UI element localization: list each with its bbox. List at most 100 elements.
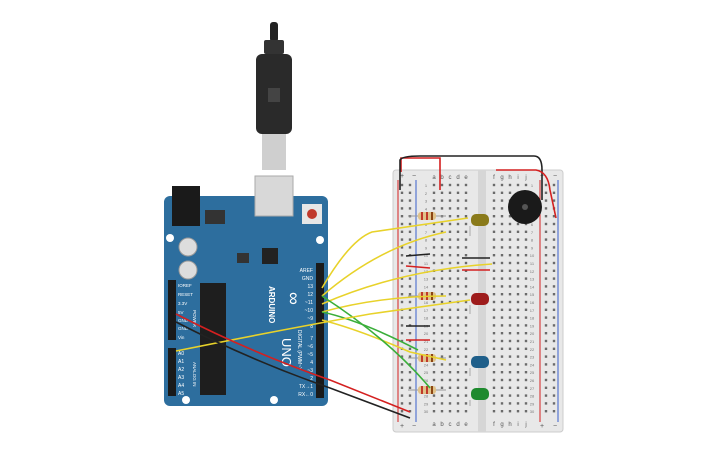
breadboard-hole[interactable] (464, 332, 468, 335)
breadboard-hole[interactable] (456, 363, 460, 366)
breadboard-hole[interactable] (516, 308, 520, 311)
breadboard-hole[interactable] (456, 238, 460, 241)
breadboard-hole[interactable] (508, 246, 512, 249)
breadboard-hole[interactable] (552, 386, 556, 389)
breadboard-hole[interactable] (456, 246, 460, 249)
breadboard-hole[interactable] (500, 285, 504, 288)
breadboard-hole[interactable] (408, 285, 412, 288)
breadboard-hole[interactable] (400, 355, 404, 358)
breadboard-hole[interactable] (448, 386, 452, 389)
breadboard-hole[interactable] (552, 324, 556, 327)
breadboard-hole[interactable] (456, 371, 460, 374)
breadboard-hole[interactable] (524, 386, 528, 389)
breadboard-hole[interactable] (408, 347, 412, 350)
breadboard-hole[interactable] (500, 269, 504, 272)
breadboard-hole[interactable] (524, 316, 528, 319)
reset-button[interactable] (307, 209, 317, 219)
breadboard-hole[interactable] (408, 246, 412, 249)
breadboard-hole[interactable] (408, 300, 412, 304)
breadboard-hole[interactable] (500, 254, 504, 257)
breadboard-hole[interactable] (448, 207, 452, 210)
breadboard-hole[interactable] (408, 191, 412, 194)
breadboard-hole[interactable] (508, 339, 512, 343)
breadboard-hole[interactable] (492, 215, 496, 218)
breadboard-hole[interactable] (552, 316, 556, 319)
breadboard-hole[interactable] (508, 363, 512, 366)
wire-yellow-pin10[interactable] (321, 295, 447, 313)
breadboard-hole[interactable] (544, 254, 548, 257)
breadboard-hole[interactable] (552, 199, 556, 202)
breadboard-hole[interactable] (408, 332, 412, 335)
breadboard-hole[interactable] (456, 332, 460, 335)
breadboard-hole[interactable] (432, 316, 436, 319)
breadboard-hole[interactable] (516, 355, 520, 358)
breadboard-hole[interactable] (544, 355, 548, 358)
breadboard-hole[interactable] (492, 363, 496, 366)
breadboard-hole[interactable] (440, 332, 444, 335)
breadboard-hole[interactable] (500, 183, 504, 187)
breadboard-hole[interactable] (400, 269, 404, 272)
breadboard-hole[interactable] (464, 363, 468, 366)
breadboard-hole[interactable] (500, 339, 504, 343)
breadboard-hole[interactable] (448, 261, 452, 265)
breadboard-hole[interactable] (516, 285, 520, 288)
breadboard-hole[interactable] (400, 316, 404, 319)
breadboard-hole[interactable] (440, 254, 444, 257)
breadboard-hole[interactable] (544, 378, 548, 382)
breadboard-hole[interactable] (516, 222, 520, 226)
breadboard-hole[interactable] (544, 246, 548, 249)
breadboard-hole[interactable] (464, 300, 468, 304)
breadboard-hole[interactable] (492, 199, 496, 202)
breadboard-hole[interactable] (448, 363, 452, 366)
breadboard-hole[interactable] (500, 277, 504, 280)
breadboard-hole[interactable] (400, 293, 404, 296)
breadboard-hole[interactable] (400, 332, 404, 335)
breadboard-hole[interactable] (448, 378, 452, 382)
breadboard-hole[interactable] (432, 277, 436, 280)
breadboard-hole[interactable] (500, 316, 504, 319)
breadboard-hole[interactable] (516, 261, 520, 265)
breadboard-hole[interactable] (508, 285, 512, 288)
breadboard-hole[interactable] (544, 394, 548, 397)
breadboard-hole[interactable] (464, 355, 468, 358)
breadboard-hole[interactable] (544, 207, 548, 210)
breadboard-hole[interactable] (432, 246, 436, 249)
breadboard-hole[interactable] (464, 230, 468, 233)
breadboard-hole[interactable] (448, 371, 452, 374)
breadboard-hole[interactable] (448, 277, 452, 280)
breadboard-hole[interactable] (400, 300, 404, 304)
wire-black-gnd[interactable] (175, 321, 411, 419)
led-yellow[interactable] (469, 214, 489, 236)
breadboard-hole[interactable] (408, 363, 412, 366)
breadboard-hole[interactable] (408, 378, 412, 382)
breadboard-hole[interactable] (408, 293, 412, 296)
breadboard-hole[interactable] (448, 215, 452, 218)
breadboard-hole[interactable] (500, 222, 504, 226)
breadboard-hole[interactable] (456, 347, 460, 350)
breadboard-hole[interactable] (508, 402, 512, 405)
breadboard-hole[interactable] (508, 300, 512, 304)
wire-green-pin10[interactable] (321, 311, 419, 351)
breadboard-hole[interactable] (552, 254, 556, 257)
breadboard-hole[interactable] (508, 261, 512, 265)
breadboard-hole[interactable] (516, 371, 520, 374)
breadboard-hole[interactable] (400, 183, 404, 187)
breadboard-hole[interactable] (552, 363, 556, 366)
breadboard-hole[interactable] (516, 230, 520, 233)
breadboard-hole[interactable] (464, 316, 468, 319)
breadboard-hole[interactable] (408, 355, 412, 358)
breadboard-hole[interactable] (464, 339, 468, 343)
breadboard-hole[interactable] (400, 215, 404, 218)
breadboard-hole[interactable] (508, 378, 512, 382)
resistor-1[interactable] (408, 212, 446, 220)
breadboard-hole[interactable] (440, 347, 444, 350)
breadboard-hole[interactable] (552, 402, 556, 405)
breadboard-hole[interactable] (552, 371, 556, 374)
breadboard-hole[interactable] (544, 347, 548, 350)
breadboard-hole[interactable] (448, 293, 452, 296)
breadboard-hole[interactable] (456, 324, 460, 327)
breadboard-hole[interactable] (500, 191, 504, 194)
breadboard-hole[interactable] (440, 371, 444, 374)
breadboard-hole[interactable] (456, 285, 460, 288)
breadboard-hole[interactable] (448, 316, 452, 319)
